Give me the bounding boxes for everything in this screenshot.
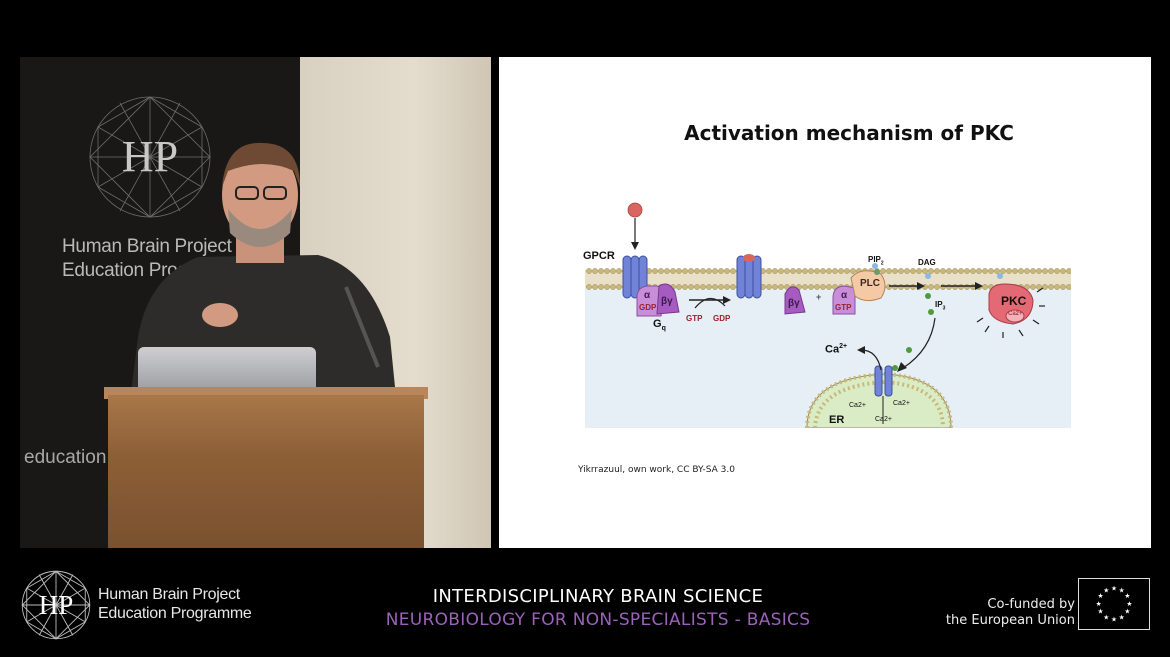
svg-text:★: ★ xyxy=(1119,613,1125,621)
label-ca-cytosol: Ca2+ xyxy=(825,343,848,356)
svg-text:★: ★ xyxy=(1096,600,1102,608)
svg-text:★: ★ xyxy=(1098,592,1104,600)
label-gq: Gq xyxy=(653,318,666,333)
label-plc: PLC xyxy=(860,278,880,289)
label-beta-gamma-free: βγ xyxy=(788,298,800,309)
svg-text:★: ★ xyxy=(1103,613,1109,621)
funding-statement: Co-funded by the European Union xyxy=(945,597,1075,628)
pkc-activation-diagram: GPCR α GDP βγ Gq GTP GDP βγ + α GTP PLC … xyxy=(583,200,1071,428)
diagram-graphic xyxy=(585,202,1071,428)
podium xyxy=(108,395,424,548)
label-ca-er-3: Ca2+ xyxy=(875,416,892,423)
banner-url: education. xyxy=(24,447,112,468)
svg-text:★: ★ xyxy=(1103,586,1109,594)
label-alpha: α xyxy=(644,290,651,301)
label-beta-gamma: βγ xyxy=(661,296,673,307)
label-alpha-2: α xyxy=(841,290,848,301)
svg-text:★: ★ xyxy=(1124,592,1130,600)
slide-title: Activation mechanism of PKC xyxy=(684,121,1014,145)
svg-text:HP: HP xyxy=(122,132,178,181)
hbp-footer-logo-icon: HP xyxy=(21,570,91,640)
label-gdp: GDP xyxy=(639,303,657,312)
label-pkc-ca: Ca2+ xyxy=(1008,311,1023,317)
label-pip2: PIP2 xyxy=(868,255,884,267)
image-credit: Yikrrazuul, own work, CC BY-SA 3.0 xyxy=(578,465,735,475)
label-plus: + xyxy=(816,292,822,302)
label-gdp-2: GDP xyxy=(713,314,731,323)
svg-text:★: ★ xyxy=(1111,585,1117,593)
eu-flag-icon: ★★★ ★★★ ★★★ ★★★ xyxy=(1078,578,1150,630)
label-ip3: IP3 xyxy=(935,300,946,312)
label-pkc: PKC xyxy=(1001,294,1027,308)
speaker-video: HP Human Brain Project Education Progr e… xyxy=(20,57,491,548)
footer-org-name: Human Brain Project Education Programme xyxy=(98,586,252,622)
svg-text:★: ★ xyxy=(1098,608,1104,616)
presentation-slide: Activation mechanism of PKC xyxy=(499,57,1151,548)
svg-text:★: ★ xyxy=(1111,615,1117,623)
label-gtp-2: GTP xyxy=(835,303,852,312)
laptop xyxy=(138,347,316,389)
label-gtp: GTP xyxy=(686,314,703,323)
svg-text:★: ★ xyxy=(1119,586,1125,594)
label-gpcr: GPCR xyxy=(583,250,615,262)
course-subtitle: NEUROBIOLOGY FOR NON-SPECIALISTS - BASIC… xyxy=(385,610,811,630)
label-dag: DAG xyxy=(918,258,936,267)
label-ca-er-2: Ca2+ xyxy=(893,400,910,407)
course-title: INTERDISCIPLINARY BRAIN SCIENCE xyxy=(432,586,764,607)
svg-text:★: ★ xyxy=(1126,600,1132,608)
label-ca-er-1: Ca2+ xyxy=(849,402,866,409)
banner-title: Human Brain Project Education Progr xyxy=(62,236,232,281)
hbp-logo-icon: HP xyxy=(89,96,211,218)
label-er: ER xyxy=(829,414,845,426)
svg-text:HP: HP xyxy=(39,590,74,620)
svg-text:★: ★ xyxy=(1124,608,1130,616)
